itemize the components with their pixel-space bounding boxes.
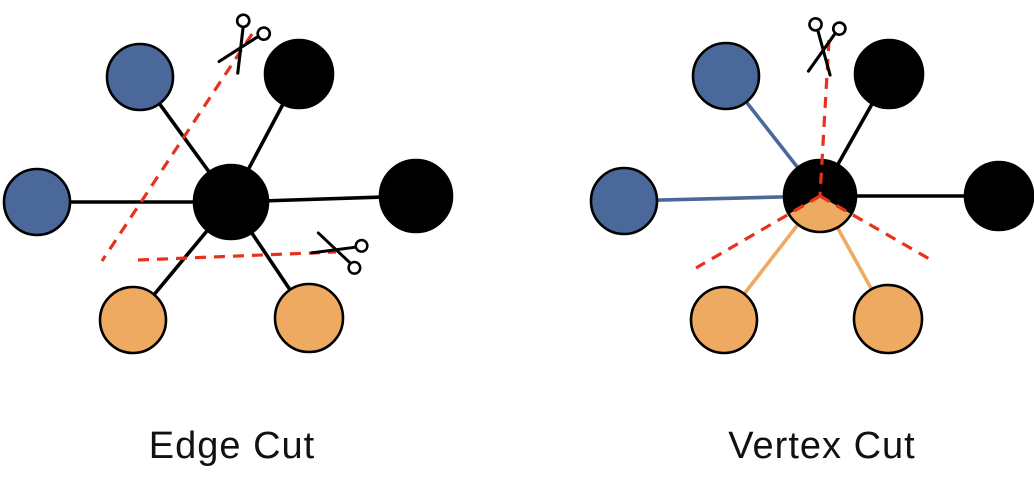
- graph-node-blue-left: [2, 167, 72, 237]
- graph-node-black-top-right: [853, 38, 925, 110]
- scissors-icon: [806, 17, 847, 77]
- scissors-icon: [310, 231, 369, 275]
- graph-node-orange-bottom-left: [689, 285, 759, 355]
- cut-line: [137, 250, 337, 262]
- graph-node-orange-bottom-right: [852, 283, 924, 355]
- vertex-cut-diagram: [589, 17, 1034, 355]
- graph-node-orange-bottom-right: [273, 282, 345, 354]
- center-node: [192, 163, 270, 241]
- edge-cut-diagram: [2, 13, 454, 355]
- vertex-cut-label: Vertex Cut: [728, 425, 915, 467]
- cut-line: [100, 33, 254, 262]
- graph-node-blue-top-left: [105, 42, 175, 112]
- graph-node-orange-bottom-left: [98, 285, 168, 355]
- graph-node-black-right: [963, 160, 1034, 232]
- scissors-icon: [217, 13, 272, 75]
- cut-line: [695, 194, 821, 270]
- graph-node-blue-left: [589, 166, 659, 236]
- graph-node-blue-top-left: [691, 41, 761, 111]
- center-node-wedge: [789, 196, 851, 231]
- graph-node-black-right: [378, 158, 454, 234]
- graph-node-black-top-right: [263, 38, 335, 110]
- cut-line: [819, 194, 934, 263]
- edge-cut-label: Edge Cut: [149, 425, 315, 467]
